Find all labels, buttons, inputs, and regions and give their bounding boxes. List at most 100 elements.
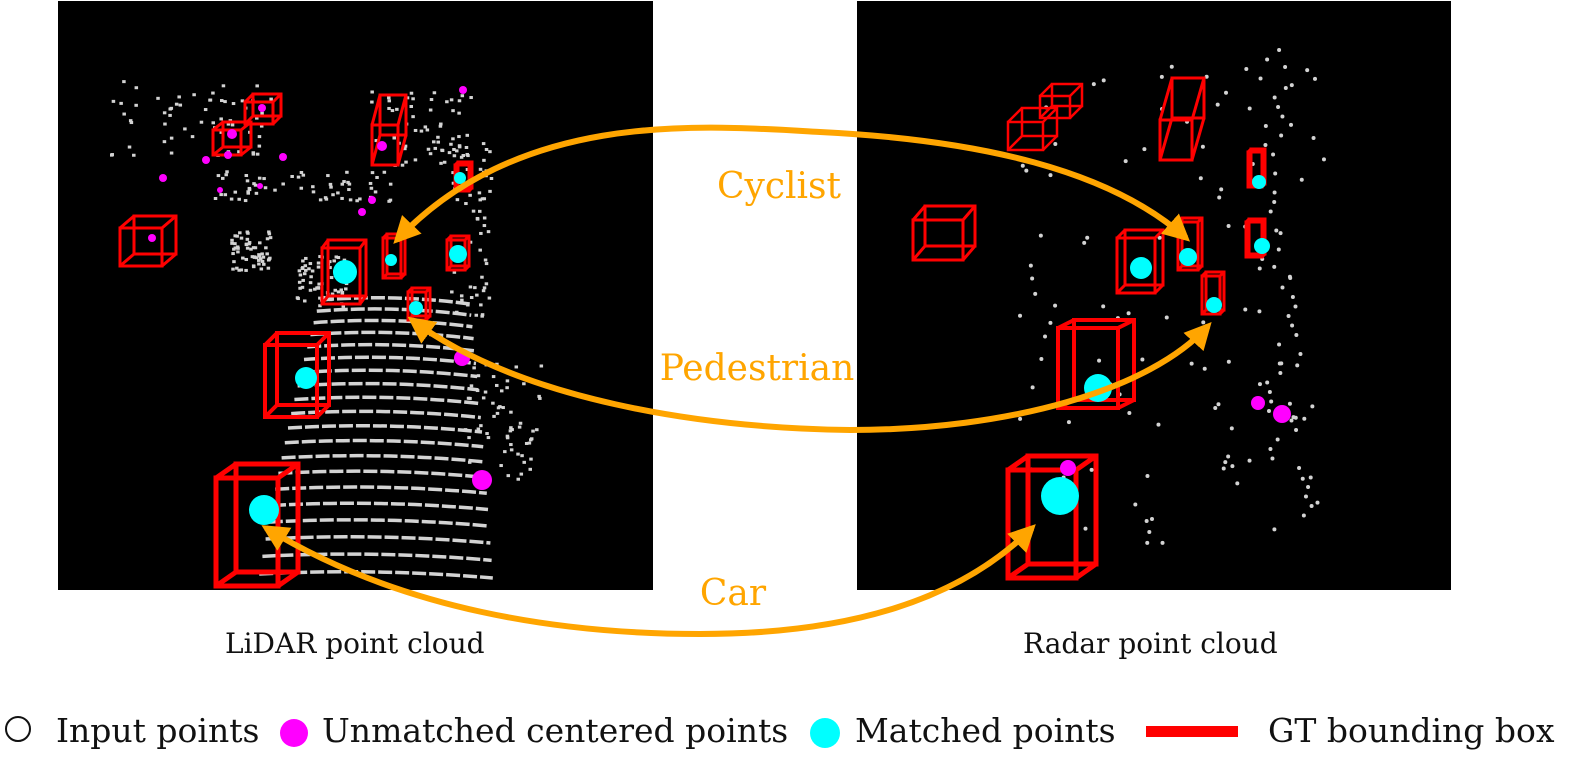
lidar-point bbox=[226, 122, 231, 126]
radar-point bbox=[1265, 380, 1270, 385]
lidar-point bbox=[273, 188, 277, 192]
radar-point bbox=[1293, 304, 1298, 309]
lidar-point bbox=[245, 246, 250, 250]
lidar-point bbox=[482, 197, 487, 201]
unmatched-point bbox=[224, 151, 232, 159]
lidar-point bbox=[244, 174, 249, 178]
radar-point bbox=[1101, 78, 1106, 83]
lidar-point bbox=[219, 130, 224, 134]
lidar-point bbox=[299, 170, 304, 174]
lidar-scan-line bbox=[291, 409, 481, 420]
lidar-point bbox=[449, 142, 453, 146]
lidar-point bbox=[211, 121, 215, 125]
radar-point bbox=[1217, 195, 1222, 200]
lidar-point bbox=[486, 230, 491, 234]
radar-point bbox=[1275, 437, 1280, 442]
lidar-point bbox=[467, 436, 471, 440]
lidar-point bbox=[505, 434, 510, 438]
radar-point bbox=[1265, 57, 1270, 62]
lidar-point bbox=[240, 99, 245, 103]
radar-point bbox=[1038, 233, 1043, 238]
lidar-point bbox=[505, 379, 510, 383]
lidar-point bbox=[403, 144, 408, 148]
lidar-point bbox=[229, 197, 234, 201]
radar-gt-box bbox=[1200, 270, 1226, 316]
lidar-point bbox=[219, 117, 223, 121]
lidar-point bbox=[347, 188, 351, 192]
lidar-point bbox=[235, 266, 239, 270]
lidar-point bbox=[266, 266, 271, 270]
lidar-point bbox=[473, 286, 477, 290]
lidar-point bbox=[303, 264, 308, 268]
lidar-point bbox=[269, 97, 273, 101]
lidar-point bbox=[508, 429, 513, 433]
radar-point bbox=[1053, 142, 1058, 147]
lidar-point bbox=[110, 153, 114, 157]
lidar-point bbox=[478, 167, 483, 171]
lidar-point bbox=[390, 109, 395, 113]
lidar-point bbox=[482, 216, 487, 220]
lidar-point bbox=[472, 366, 476, 370]
lidar-point bbox=[459, 294, 464, 298]
lidar-input-points bbox=[110, 80, 544, 580]
radar-point bbox=[1142, 147, 1147, 152]
lidar-point bbox=[463, 428, 468, 432]
lidar-point bbox=[487, 296, 492, 300]
lidar-point bbox=[484, 147, 489, 151]
radar-point bbox=[1268, 447, 1273, 451]
lidar-point bbox=[461, 154, 466, 158]
radar-point bbox=[1091, 82, 1096, 87]
lidar-point bbox=[303, 299, 307, 303]
radar-point bbox=[1202, 366, 1207, 371]
lidar-point bbox=[374, 139, 379, 143]
legend-matched-points-icon bbox=[810, 718, 840, 748]
lidar-point bbox=[192, 93, 196, 97]
radar-point bbox=[1156, 422, 1161, 427]
lidar-point bbox=[405, 96, 410, 100]
lidar-point bbox=[485, 432, 489, 436]
lidar-point bbox=[328, 182, 333, 186]
lidar-point bbox=[313, 287, 317, 291]
lidar-point bbox=[299, 186, 304, 190]
radar-point bbox=[1048, 173, 1053, 178]
lidar-point bbox=[203, 108, 208, 112]
lidar-point bbox=[237, 150, 241, 154]
lidar-point bbox=[223, 193, 228, 197]
lidar-point bbox=[230, 123, 235, 127]
radar-point bbox=[1289, 83, 1294, 88]
lidar-point bbox=[440, 148, 444, 152]
lidar-point bbox=[432, 91, 437, 95]
lidar-point bbox=[221, 84, 226, 88]
lidar-point bbox=[413, 158, 418, 162]
radar-point bbox=[1066, 420, 1071, 425]
unmatched-point bbox=[227, 129, 237, 139]
matched-point bbox=[449, 245, 467, 263]
radar-point bbox=[1247, 106, 1252, 111]
lidar-point bbox=[483, 390, 488, 394]
matched-point bbox=[249, 495, 279, 525]
lidar-point bbox=[484, 262, 489, 266]
radar-point bbox=[1024, 168, 1029, 173]
radar-point bbox=[1263, 124, 1268, 128]
unmatched-point bbox=[202, 156, 210, 164]
lidar-point bbox=[260, 252, 264, 256]
lidar-point bbox=[257, 144, 262, 148]
lidar-point bbox=[452, 270, 457, 274]
lidar-panel bbox=[58, 1, 653, 590]
lidar-point bbox=[232, 247, 236, 251]
radar-point bbox=[1297, 466, 1302, 470]
matched-point bbox=[1179, 248, 1197, 266]
lidar-point bbox=[516, 452, 520, 456]
lidar-point bbox=[334, 255, 339, 259]
lidar-point bbox=[494, 383, 499, 387]
lidar-point bbox=[301, 278, 305, 282]
lidar-point bbox=[208, 98, 213, 102]
lidar-point bbox=[168, 113, 172, 117]
legend-unmatched-points-label: Unmatched centered points bbox=[322, 711, 789, 750]
lidar-point bbox=[134, 103, 138, 107]
lidar-point bbox=[506, 474, 511, 478]
lidar-point bbox=[474, 313, 479, 317]
lidar-point bbox=[211, 91, 215, 95]
lidar-point bbox=[221, 176, 225, 180]
unmatched-point bbox=[472, 470, 492, 490]
